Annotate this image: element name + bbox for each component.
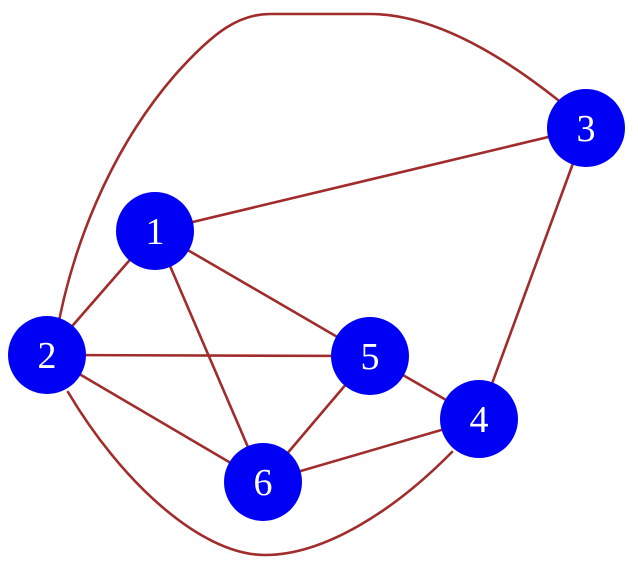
node-circle-5 bbox=[331, 317, 409, 395]
edge-1-5 bbox=[153, 229, 372, 358]
node-label-3: 3 bbox=[577, 108, 596, 150]
node-label-1: 1 bbox=[146, 211, 165, 253]
node-1: 1 bbox=[116, 192, 194, 270]
node-6: 6 bbox=[224, 443, 302, 521]
edge-3-4 bbox=[477, 126, 588, 421]
node-circle-2 bbox=[8, 316, 86, 394]
node-4: 4 bbox=[440, 380, 518, 458]
nodes-layer: 1 2 3 4 5 6 bbox=[8, 89, 625, 521]
node-label-2: 2 bbox=[38, 335, 57, 377]
edge-2-6 bbox=[45, 353, 265, 484]
node-circle-6 bbox=[224, 443, 302, 521]
node-2: 2 bbox=[8, 316, 86, 394]
edge-2-4 bbox=[66, 390, 454, 557]
node-label-6: 6 bbox=[254, 462, 273, 504]
node-label-4: 4 bbox=[470, 399, 489, 441]
edge-2-5 bbox=[45, 353, 372, 358]
node-circle-1 bbox=[116, 192, 194, 270]
edge-2-3 bbox=[53, 12, 560, 345]
node-circle-3 bbox=[547, 89, 625, 167]
edge-1-3 bbox=[153, 126, 588, 233]
node-label-5: 5 bbox=[361, 336, 380, 378]
node-3: 3 bbox=[547, 89, 625, 167]
node-5: 5 bbox=[331, 317, 409, 395]
node-circle-4 bbox=[440, 380, 518, 458]
